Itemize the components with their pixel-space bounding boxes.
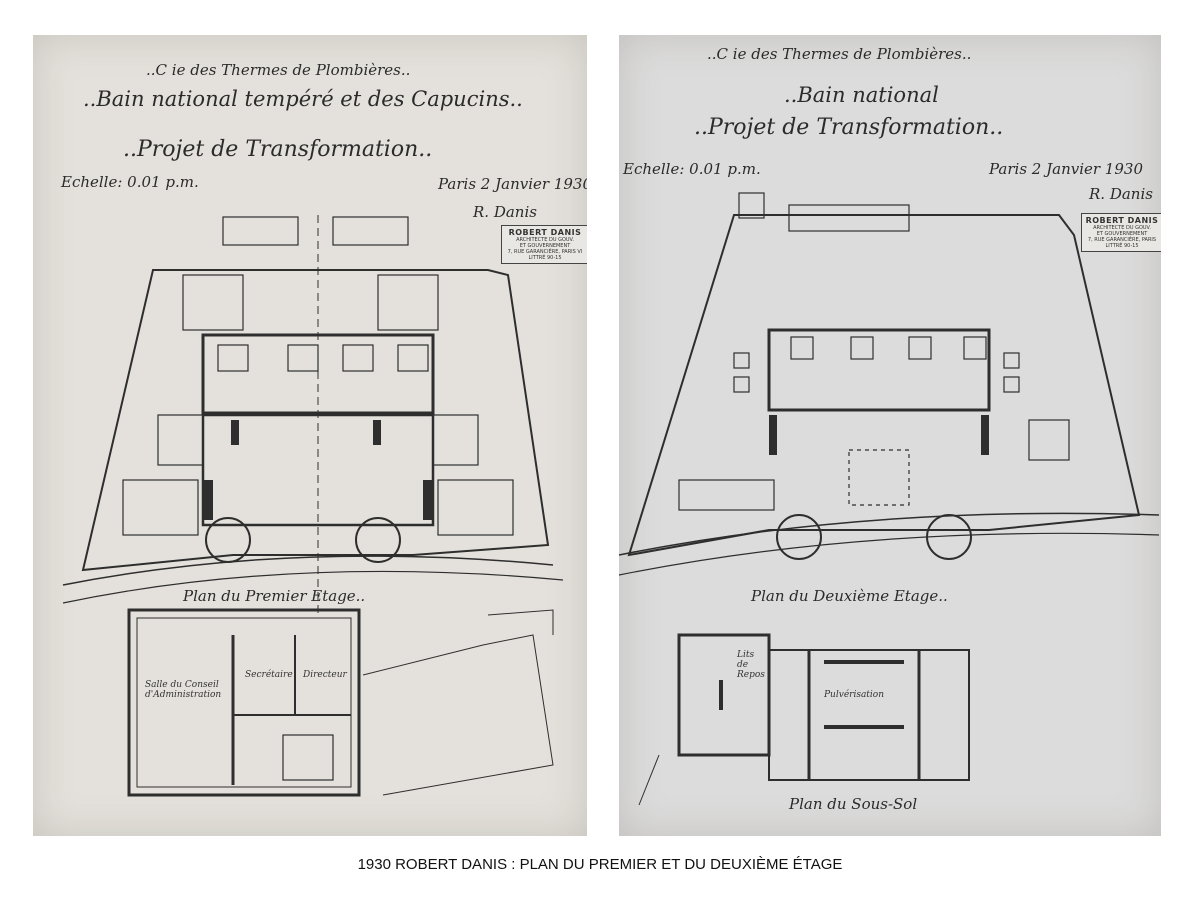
room-label-secretary: Secrétaire (245, 670, 293, 680)
plan-label-basement: Plan du Sous-Sol (789, 795, 918, 813)
room-label-rest-beds: Lits de Repos (737, 650, 765, 680)
scale-label: Echelle: 0.01 p.m. (623, 160, 761, 178)
room-label-council: Salle du Conseil d'Administration (145, 680, 222, 700)
caption: 1930 ROBERT DANIS : PLAN DU PREMIER ET D… (357, 856, 843, 873)
scale-label: Echelle: 0.01 p.m. (61, 173, 199, 191)
building-title: ..Bain national (784, 83, 939, 107)
stamp-line-1: ARCHITECTE DU GOUV. (1093, 225, 1151, 231)
plan-label-first-floor: Plan du Premier Etage.. (183, 587, 366, 605)
signature: R. Danis (473, 203, 537, 221)
room-label-director: Directeur (303, 670, 347, 680)
plan-sheet-second-floor: ..C ie des Thermes de Plombières.. ..Bai… (619, 35, 1161, 836)
stamp-line-3: 7, RUE GARANCIÈRE, PARIS (1087, 237, 1157, 243)
company-title: ..C ie des Thermes de Plombières.. (146, 61, 411, 79)
stamp-line-2: ET GOUVERNEMENT (519, 243, 571, 249)
first-floor-drawing (62, 215, 564, 797)
stamp-line-2: ET GOUVERNEMENT (1096, 231, 1148, 237)
plan-label-second-floor: Plan du Deuxième Etage.. (751, 587, 948, 605)
stamp-line-1: ARCHITECTE DU GOUV. (516, 237, 574, 243)
stamp-line-3: 7, RUE GARANCIÈRE, PARIS VI (507, 249, 583, 255)
architect-stamp: ROBERT DANIS ARCHITECTE DU GOUV. ET GOUV… (1081, 213, 1161, 252)
architect-stamp: ROBERT DANIS ARCHITECTE DU GOUV. ET GOUV… (501, 225, 587, 264)
company-title: ..C ie des Thermes de Plombières.. (707, 45, 972, 63)
stamp-line-4: LITTRÉ 90-15 (1105, 243, 1139, 249)
stamp-name: ROBERT DANIS (1085, 216, 1159, 225)
second-floor-drawing (619, 192, 1160, 806)
stamp-name: ROBERT DANIS (508, 228, 582, 237)
signature: R. Danis (1089, 185, 1153, 203)
project-title: ..Projet de Transformation.. (123, 137, 433, 162)
date-label: Paris 2 Janvier 1930 (438, 175, 587, 193)
room-label-pulverisation: Pulvérisation (824, 690, 885, 700)
plan-sheet-first-floor: ..C ie des Thermes de Plombières.. ..Bai… (33, 35, 587, 836)
building-title: ..Bain national tempéré et des Capucins.… (83, 87, 523, 111)
date-label: Paris 2 Janvier 1930 (989, 160, 1143, 178)
project-title: ..Projet de Transformation.. (694, 115, 1004, 140)
stamp-line-4: LITTRÉ 90-15 (528, 255, 562, 261)
